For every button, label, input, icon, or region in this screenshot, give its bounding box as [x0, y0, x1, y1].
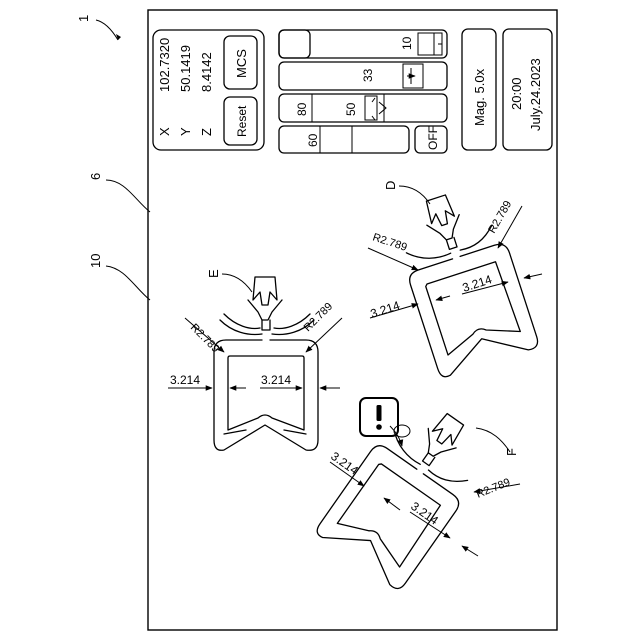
date-label: July.24.2023	[528, 58, 543, 131]
slider-3-value: 80	[295, 102, 309, 116]
y-axis-label: Y	[178, 127, 193, 136]
slider-4-value: 60	[306, 133, 320, 147]
z-axis-label: Z	[199, 128, 214, 136]
part-e-clip-body	[248, 300, 282, 320]
part-e-wing-left-inner	[224, 314, 260, 328]
ref-numeral-1: 1	[76, 15, 91, 22]
magnification-label: Mag. 5.0x	[472, 68, 487, 126]
x-value: 102.7320	[157, 38, 172, 92]
part-d-frame-inner	[425, 261, 520, 355]
off-button-label: OFF	[426, 126, 440, 150]
part-f-dim-left: 3.214	[328, 449, 361, 478]
slider-3-handle[interactable]	[365, 96, 377, 120]
part-d-radius-left-leader	[368, 248, 418, 270]
part-f-dim-right-arrow-b	[462, 546, 478, 556]
part-e-feet	[224, 430, 306, 434]
part-d-leader	[399, 186, 430, 204]
z-value: 8.4142	[199, 52, 214, 92]
part-d-frame-outer	[407, 242, 540, 379]
ref-numeral-10: 10	[88, 254, 103, 268]
part-d-dim-right-arrow-b	[524, 274, 542, 278]
part-e-radius-left-leader	[185, 318, 224, 352]
ref-leader-1	[96, 20, 118, 40]
slider-2-value: 33	[361, 68, 375, 82]
x-axis-label: X	[157, 127, 172, 136]
slider-track-1[interactable]	[279, 30, 310, 58]
slider-3-inner-value: 50	[344, 102, 358, 116]
part-e-leader	[222, 274, 252, 292]
ref-leader-10	[106, 266, 150, 300]
part-e-wing-left	[220, 320, 262, 334]
part-e-stem	[262, 320, 270, 330]
slider-3-cursor-arrows	[372, 98, 375, 120]
part-e-dim-right: 3.214	[261, 373, 291, 387]
part-d-radius-right: R2.789	[486, 199, 514, 236]
part-d-wing-left	[406, 240, 450, 267]
ref-arrow-1	[116, 34, 121, 40]
part-d-radius-left: R2.789	[371, 231, 408, 253]
part-e[interactable]	[214, 277, 318, 450]
reset-button-label: Reset	[235, 105, 249, 137]
part-e-dim-left: 3.214	[170, 373, 200, 387]
part-f-clip-body	[417, 428, 456, 464]
part-e-label: E	[206, 269, 221, 278]
part-f-dim-right: 3.214	[408, 499, 441, 528]
part-e-clip-head	[253, 277, 277, 305]
part-d-dim-left-arrow-b	[436, 296, 450, 300]
slider-1[interactable]	[279, 30, 447, 58]
slider-3-cursor-icon	[379, 102, 386, 114]
y-value: 50.1419	[178, 45, 193, 92]
time-label: 20:00	[509, 77, 524, 110]
part-e-frame-inner	[228, 356, 304, 430]
slider-4[interactable]	[279, 126, 409, 153]
part-d-dim-right: 3.214	[461, 272, 494, 295]
part-d-label: D	[383, 181, 398, 190]
ref-leader-6	[106, 180, 150, 212]
exclamation-icon-dot	[376, 424, 382, 430]
part-f[interactable]	[314, 390, 499, 592]
ref-numeral-6: 6	[88, 173, 103, 180]
part-f-stem	[423, 453, 435, 466]
part-f-wing-right	[428, 459, 467, 493]
part-f-label: F	[504, 448, 519, 456]
exclamation-icon-bar	[377, 405, 382, 421]
mcs-button-label: MCS	[234, 49, 249, 78]
part-f-dim-left-arrow-b	[384, 498, 400, 510]
part-d-clip-head	[424, 194, 455, 228]
slider-4-handle[interactable]	[320, 126, 352, 153]
part-e-radius-left: R2.789	[188, 322, 222, 356]
slider-1-value: 10	[400, 36, 414, 50]
part-f-clip-head	[430, 412, 466, 449]
